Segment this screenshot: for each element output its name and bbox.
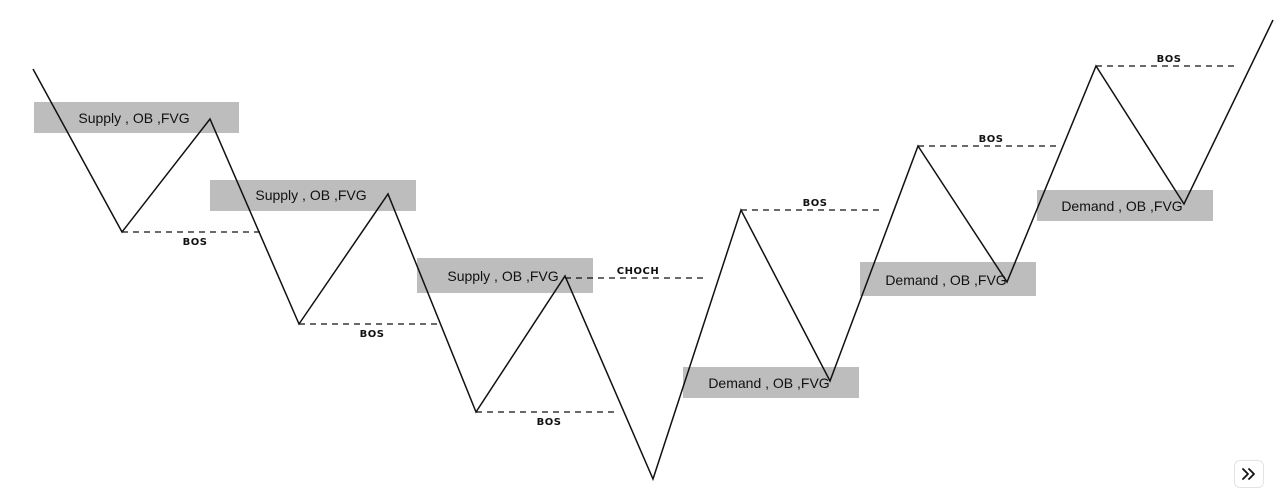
demand-zone-2-label: Demand , OB ,FVG: [885, 272, 1006, 288]
expand-button[interactable]: [1234, 460, 1264, 488]
structure-levels: [122, 65, 1237, 413]
bos-label-4: BOS: [803, 198, 828, 209]
bos-label-6: BOS: [1157, 54, 1182, 65]
bos-label-3: BOS: [537, 417, 562, 428]
choch-label: CHOCH: [617, 266, 659, 277]
price-path: [32, 19, 1274, 482]
bos-label-5: BOS: [979, 134, 1004, 145]
bos-label-2: BOS: [360, 329, 385, 340]
double-chevron-right-icon: [1242, 468, 1255, 480]
supply-zone-2: [210, 180, 416, 211]
demand-zone-1: [683, 367, 859, 398]
supply-zone-1: [34, 102, 239, 133]
zone-boxes: [34, 102, 1213, 398]
supply-zone-2-label: Supply , OB ,FVG: [255, 187, 366, 203]
demand-zone-1-label: Demand , OB ,FVG: [708, 375, 829, 391]
demand-zone-3: [1037, 190, 1213, 221]
bos-label-1: BOS: [183, 237, 208, 248]
demand-zone-2: [860, 262, 1036, 296]
supply-zone-1-label: Supply , OB ,FVG: [78, 110, 189, 126]
supply-zone-3: [417, 258, 593, 293]
supply-zone-3-label: Supply , OB ,FVG: [447, 268, 558, 284]
demand-zone-3-label: Demand , OB ,FVG: [1061, 198, 1182, 214]
